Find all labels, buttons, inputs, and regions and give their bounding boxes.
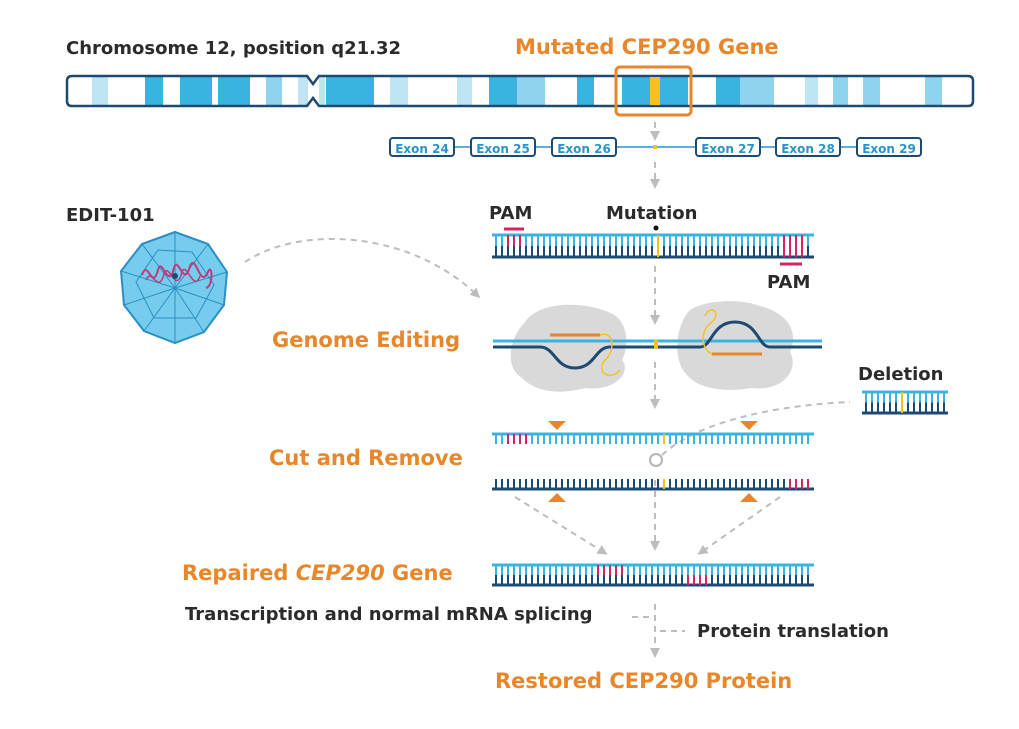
pam-bottom-label: PAM (767, 272, 811, 293)
chromosome-band (833, 77, 848, 105)
chromosome-band (863, 77, 880, 105)
repaired-dna (492, 563, 814, 587)
mutation-dot (653, 225, 659, 231)
chromosome-band (218, 77, 250, 105)
repaired-prefix: Repaired (182, 561, 296, 585)
cut-remove-label: Cut and Remove (269, 446, 463, 470)
cut-dna-top (492, 432, 814, 444)
chromosome-band (326, 77, 374, 105)
pam-bottom-bases (783, 246, 803, 257)
chromosome-band (390, 77, 408, 105)
restored-protein-label: Restored CEP290 Protein (495, 669, 793, 693)
cut-dna-bottom (492, 479, 814, 491)
chromosome-band (298, 77, 308, 105)
edit101-label: EDIT-101 (66, 205, 155, 226)
cas9-complex-icon (493, 301, 822, 392)
chromosome-band (716, 77, 740, 105)
chromosome-band (180, 77, 212, 105)
exon-track (455, 145, 856, 149)
repaired-pam-bottom (687, 575, 707, 585)
chromosome-band (145, 77, 163, 105)
mutated-dna (492, 233, 814, 259)
flow-arrows (244, 122, 851, 658)
mutation-band (650, 77, 660, 105)
exon-25: Exon 25 (470, 137, 536, 157)
chromosome-ideogram (65, 65, 975, 117)
cut-fragment-circle (649, 453, 663, 467)
exon-26: Exon 26 (551, 137, 617, 157)
chromosome-label: Chromosome 12, position q21.32 (66, 38, 402, 59)
chromosome-band (517, 77, 545, 105)
chromosome-band (92, 77, 108, 105)
gene-highlight-box (614, 65, 693, 117)
chromosome-band (925, 77, 942, 105)
repaired-gene-italic: CEP290 (295, 561, 385, 585)
chromosome-band (489, 77, 517, 105)
transcription-label: Transcription and normal mRNA splicing (185, 604, 593, 625)
chromosome-band (457, 77, 472, 105)
exon-29: Exon 29 (856, 137, 922, 157)
chromosome-band (805, 77, 818, 105)
genome-editing-label: Genome Editing (272, 328, 461, 352)
pam-top-label: PAM (489, 203, 533, 224)
repaired-suffix: Gene (384, 561, 453, 585)
exon-27: Exon 27 (695, 137, 761, 157)
chromosome-band (319, 77, 325, 105)
chromosome-band (266, 77, 282, 105)
deletion-fragment (862, 390, 948, 415)
mutation-label: Mutation (606, 203, 698, 224)
mutated-gene-label: Mutated CEP290 Gene (515, 35, 779, 59)
chromosome-band (577, 77, 594, 105)
exon-24: Exon 24 (389, 137, 455, 157)
protein-translation-label: Protein translation (697, 621, 889, 642)
cut-markers (548, 421, 758, 502)
aav-capsid-icon (119, 230, 229, 345)
chromosome-band (660, 77, 688, 105)
repaired-gene-label: Repaired CEP290 Gene (182, 561, 453, 585)
chromosome-band (740, 77, 774, 105)
exon-28: Exon 28 (775, 137, 841, 157)
deletion-label: Deletion (858, 364, 944, 385)
chromosome-band (622, 77, 650, 105)
